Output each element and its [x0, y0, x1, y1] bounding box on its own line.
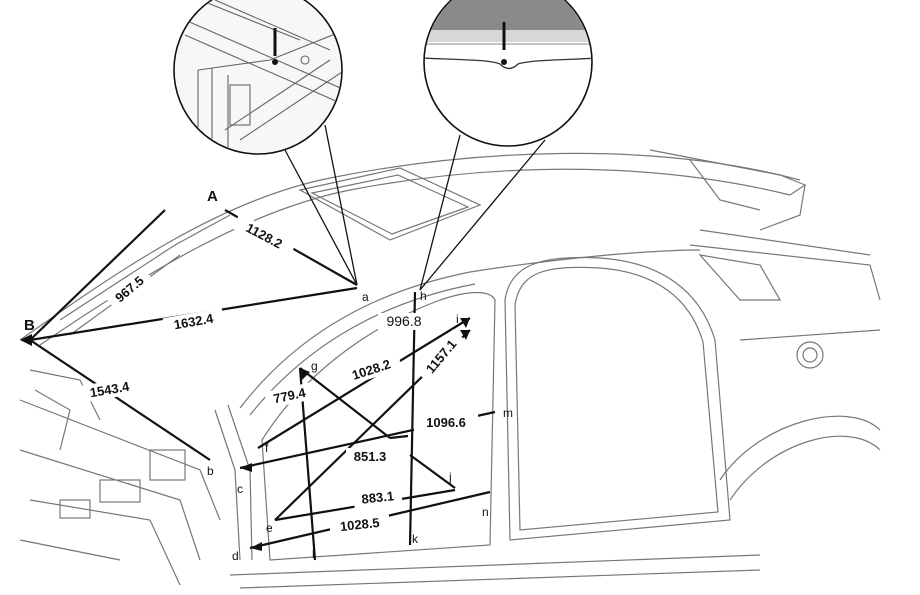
point-label-k: k [412, 532, 419, 546]
point-label-n: n [482, 505, 489, 519]
car-body-outline [19, 149, 881, 589]
point-label-a: a [362, 290, 369, 304]
detail-view-left [173, 0, 343, 155]
point-label-g: g [311, 359, 318, 373]
dim-996-8: 996.8 [386, 313, 421, 329]
detail-leaders [284, 124, 546, 291]
dim-1632-4: 1632.4 [173, 311, 216, 333]
point-label-d: d [232, 549, 239, 563]
dim-1028-5: 1028.5 [339, 515, 380, 534]
dimension-labels: 1128.2 967.5 1632.4 1543.4 996.8 1028.2 … [78, 213, 478, 537]
point-label-f: f [265, 441, 269, 455]
point-label-b: b [207, 464, 214, 478]
arrowheads [20, 318, 470, 551]
dim-1096-6: 1096.6 [426, 415, 466, 430]
point-label-c: c [237, 482, 243, 496]
detail-view-right [423, 0, 593, 147]
point-label-A: A [207, 188, 218, 205]
point-label-l: l [312, 547, 315, 561]
dim-1543-4: 1543.4 [89, 379, 132, 401]
point-label-i: i [456, 312, 459, 326]
dim-883-1: 883.1 [361, 488, 395, 506]
dim-851-3: 851.3 [354, 449, 387, 464]
point-label-m: m [503, 406, 513, 420]
dim-1128-2: 1128.2 [243, 220, 285, 252]
point-label-B: B [24, 317, 35, 334]
point-label-h: h [420, 289, 427, 303]
point-label-j: j [448, 470, 452, 484]
point-labels: A B a b c d e f g h i j k l m n [24, 188, 513, 563]
dim-779-4: 779.4 [272, 385, 308, 407]
point-label-e: e [266, 521, 273, 535]
